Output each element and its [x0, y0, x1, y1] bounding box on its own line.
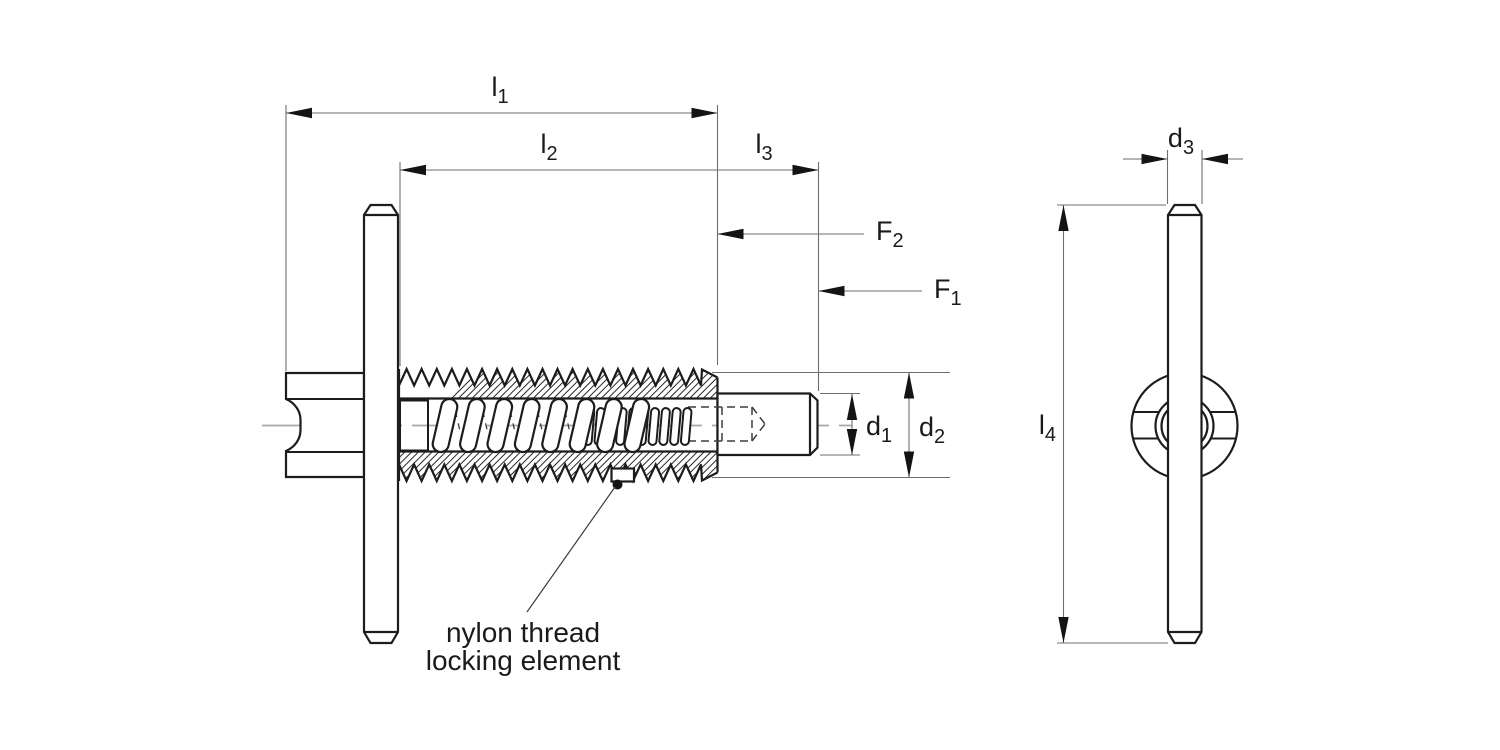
- dimension-arrowheads: [286, 107, 1228, 643]
- dim-label-d1: d1: [866, 411, 892, 447]
- dim-label-l1: l1: [491, 72, 508, 108]
- arrowhead: [818, 285, 845, 297]
- dim-label-l3: l3: [755, 129, 772, 165]
- dim-label-F2: F2: [876, 216, 904, 252]
- arrowhead: [846, 394, 858, 420]
- spring-seat: [399, 399, 429, 452]
- spring-coils: [431, 397, 651, 454]
- dim-label-l4: l4: [1039, 410, 1056, 446]
- note-line2: locking element: [426, 645, 621, 676]
- dim-label-F1: F1: [934, 274, 962, 310]
- dimensions: l1 l2 l3 F2 F1 d1 d2 d3 l4: [285, 72, 1243, 644]
- arrowhead: [903, 451, 915, 478]
- thread-profile-bottom: [398, 461, 719, 484]
- arrowhead: [903, 372, 915, 399]
- arrowhead: [717, 228, 744, 240]
- arrowhead: [1202, 153, 1228, 165]
- arrowhead: [400, 164, 426, 176]
- nylon-insert: [610, 467, 636, 483]
- arrowhead: [1141, 153, 1168, 165]
- dim-label-d3: d3: [1168, 123, 1194, 159]
- arrowhead: [792, 164, 819, 176]
- arrowhead: [691, 107, 718, 119]
- arrowhead: [1058, 205, 1069, 231]
- dim-label-d2: d2: [919, 412, 945, 448]
- dim-label-l2: l2: [540, 129, 557, 165]
- hidden-spring-pocket: [688, 406, 766, 442]
- arrowhead: [1058, 617, 1069, 643]
- thread-profile-top: [398, 366, 719, 389]
- note-line1: nylon thread: [446, 617, 600, 648]
- plunger-pin: [716, 392, 819, 457]
- arrowhead: [846, 429, 858, 455]
- cross-handle-bar-front: [1166, 203, 1203, 645]
- side-view: nylon thread locking element: [262, 203, 862, 676]
- end-view: [1130, 203, 1239, 645]
- leader-line: [526, 486, 616, 613]
- cross-handle-bar-side: [362, 203, 400, 645]
- arrowhead: [286, 107, 312, 119]
